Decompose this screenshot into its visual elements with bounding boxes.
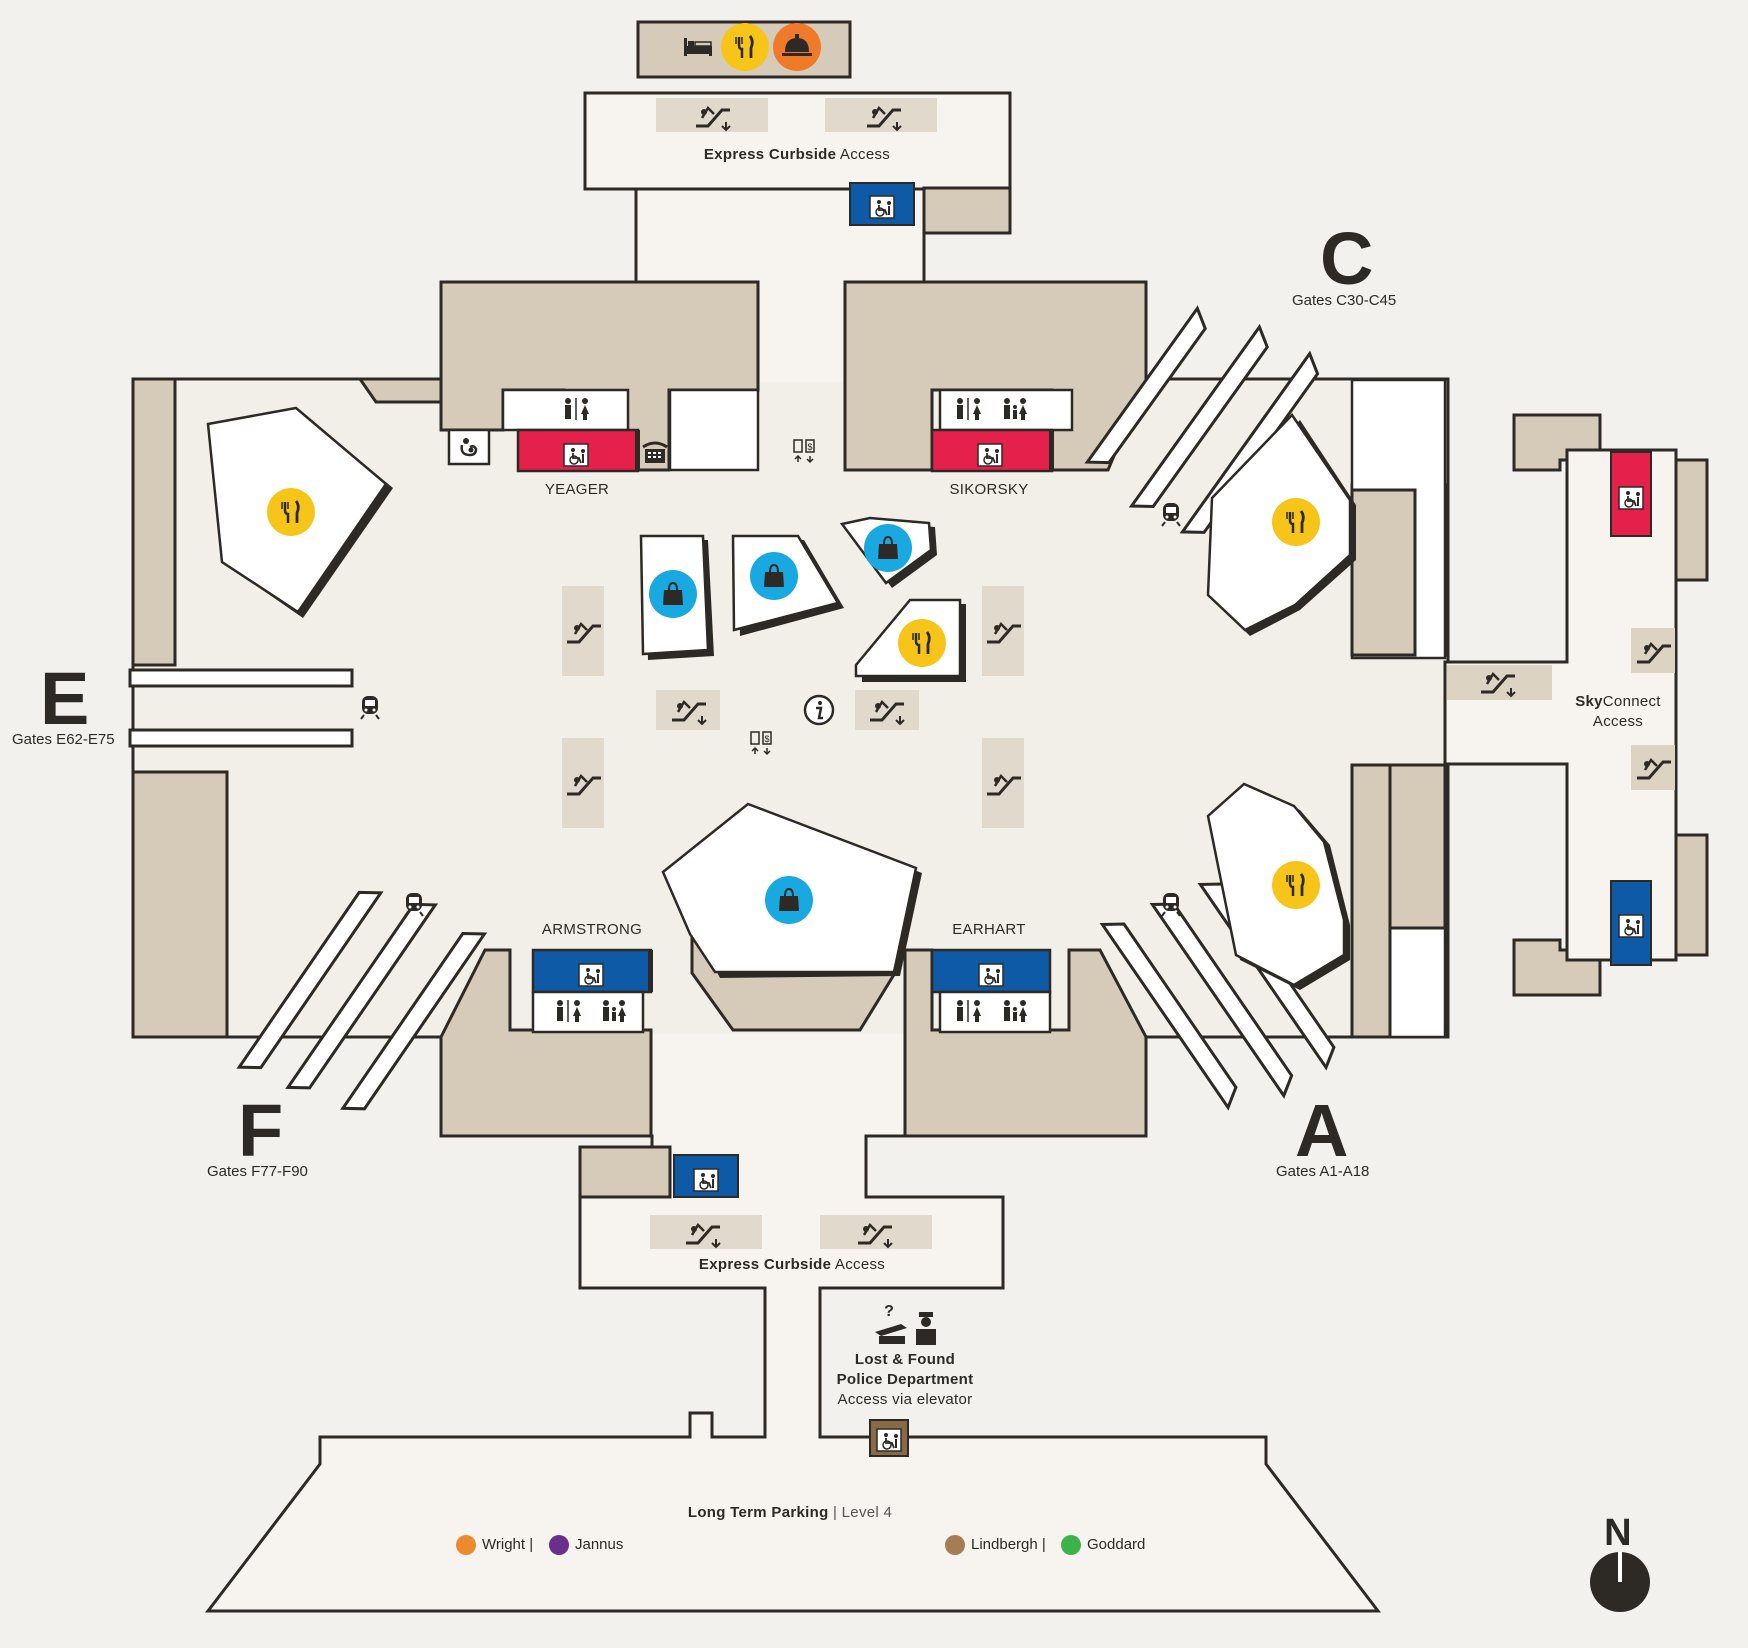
west-wall-block (131, 377, 177, 667)
restroom-label-armstrong: ARMSTRONG (541, 921, 643, 938)
garage-lindbergh: Lindbergh | (945, 1535, 1046, 1555)
gate-f-jetways (236, 890, 488, 1111)
shopping-bag-icon[interactable] (649, 570, 697, 618)
shopping-bag-icon[interactable] (765, 876, 813, 924)
svg-text:?: ? (884, 1303, 894, 1320)
elevator-icon (977, 443, 1003, 467)
gate-c-jetways (1084, 305, 1320, 534)
restroom-label-yeager: YEAGER (544, 481, 610, 498)
restaurant-icon[interactable] (1272, 498, 1320, 546)
compass-label: N (1604, 1512, 1632, 1554)
gate-e-letter: E (40, 657, 90, 740)
lindbergh-dot (945, 1535, 965, 1555)
gate-e-range: Gates E62-E75 (12, 731, 115, 748)
garage-jannus: Jannus (549, 1535, 623, 1555)
restroom-label-earhart: EARHART (952, 921, 1026, 938)
elevator-icon (693, 1168, 719, 1192)
room-service-icon[interactable] (773, 23, 821, 71)
garage-goddard: Goddard (1061, 1535, 1145, 1555)
hotel-bed-icon (684, 38, 712, 56)
garage-wright: Wright | (456, 1535, 533, 1555)
elevator-icon (563, 443, 589, 467)
restaurant-icon[interactable] (267, 488, 315, 536)
telephone-icon (642, 441, 668, 463)
jannus-dot (549, 1535, 569, 1555)
long-term-parking-label: Long Term Parking | Level 4 (687, 1504, 893, 1521)
elevator-icon (1618, 914, 1644, 938)
elevator-icon (578, 963, 604, 987)
elevator-icon (876, 1428, 902, 1452)
restaurant-icon[interactable] (1272, 861, 1320, 909)
restaurant-icon[interactable] (721, 23, 769, 71)
gate-f-range: Gates F77-F90 (207, 1163, 308, 1180)
shopping-bag-icon[interactable] (750, 552, 798, 600)
elevator-icon (869, 195, 895, 219)
gate-c-range: Gates C30-C45 (1292, 292, 1397, 309)
gate-c-letter: C (1320, 217, 1374, 300)
nursing-room-icon (460, 438, 478, 457)
restroom-label-sikorsky: SIKORSKY (949, 481, 1029, 498)
express-curbside-south: Express Curbside Access (698, 1256, 886, 1273)
lost-and-found-icon: ? (875, 1303, 907, 1344)
restroom-earhart (930, 948, 1052, 1034)
restaurant-icon[interactable] (898, 619, 946, 667)
gate-f-letter: F (238, 1089, 284, 1172)
wright-dot (456, 1535, 476, 1555)
shopping-bag-icon[interactable] (864, 524, 912, 572)
restroom-armstrong (531, 948, 653, 1034)
gate-a-range: Gates A1-A18 (1276, 1163, 1370, 1180)
elevator-icon (1618, 486, 1644, 510)
gate-e-jetways (128, 668, 354, 748)
express-curbside-north: Express Curbside Access (703, 146, 891, 163)
information-icon[interactable] (803, 694, 835, 726)
elevator-icon (978, 963, 1004, 987)
compass-north-icon (1590, 1552, 1650, 1612)
goddard-dot (1061, 1535, 1081, 1555)
police-icon (916, 1312, 936, 1345)
gate-a-letter: A (1295, 1089, 1349, 1172)
